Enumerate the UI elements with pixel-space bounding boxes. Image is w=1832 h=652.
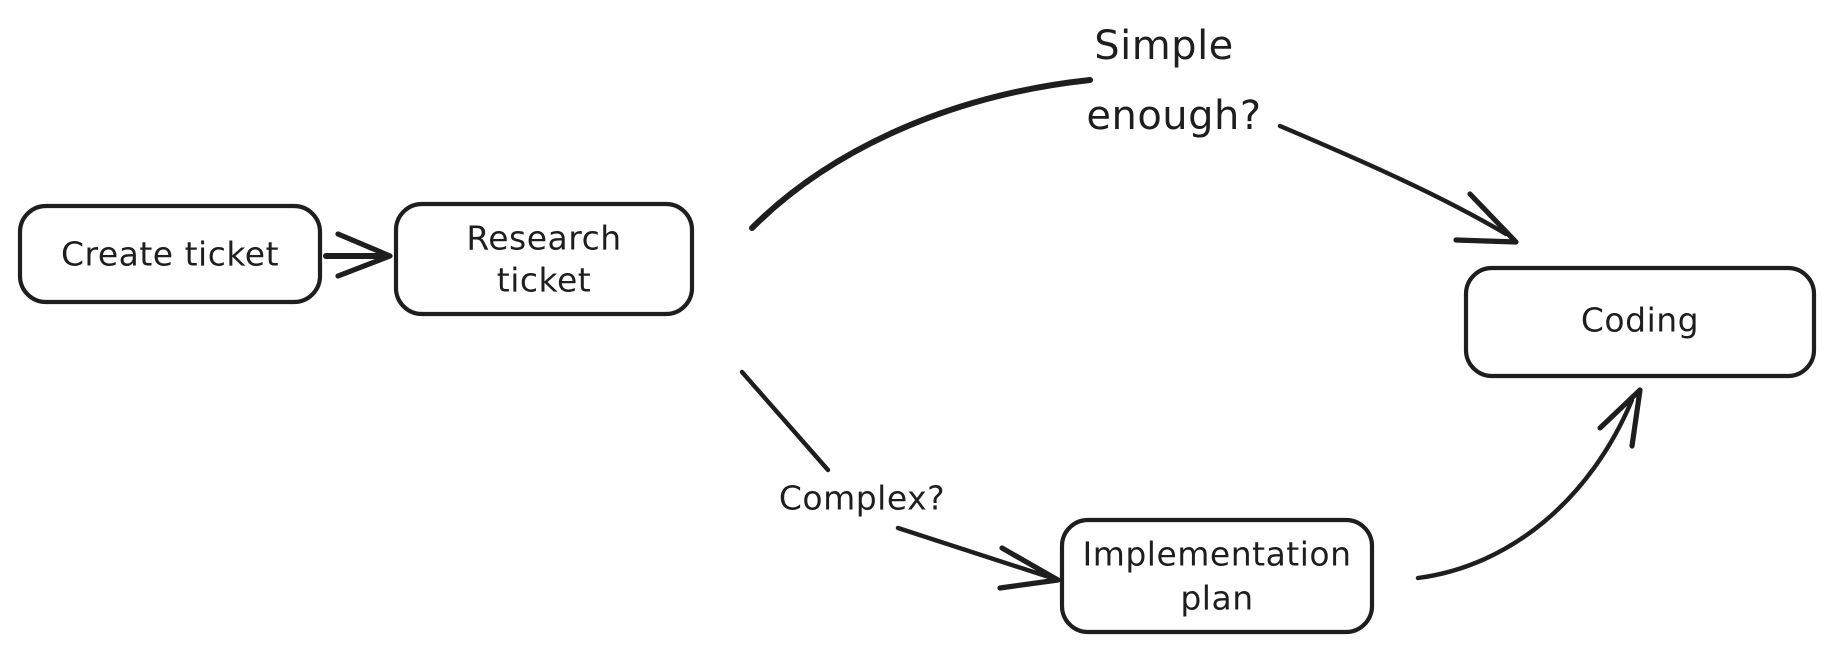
edge-research-to-coding-line-left <box>749 77 1093 231</box>
edge-research-to-coding-line-right <box>1277 123 1509 237</box>
edge-create-to-research-arrowhead <box>335 231 393 279</box>
node-coding-shape[interactable] <box>1463 265 1817 379</box>
edge-research-to-plan <box>739 369 1061 591</box>
node-create-ticket-shape[interactable] <box>17 203 323 305</box>
node-implementation-plan-shape[interactable] <box>1059 517 1375 635</box>
edge-label-simple-enough-line-1: Simple <box>1094 23 1234 69</box>
node-create-ticket[interactable]: Create ticket <box>17 203 323 305</box>
edge-research-to-plan-line-lower <box>895 525 1055 581</box>
edge-research-to-plan-arrowhead <box>997 545 1061 591</box>
edge-label-complex-line-1: Complex? <box>779 479 945 518</box>
node-coding[interactable]: Coding <box>1463 265 1817 379</box>
node-implementation-plan[interactable]: Implementation plan <box>1059 517 1375 635</box>
node-research-ticket-label-line-1: Research <box>466 219 621 258</box>
edge-label-complex: Complex? <box>779 479 945 518</box>
edge-plan-to-coding <box>1415 387 1643 581</box>
edge-label-simple-enough: Simple enough? <box>1086 23 1261 139</box>
node-research-ticket[interactable]: Research ticket <box>393 201 695 317</box>
edge-research-to-coding-arrowhead <box>1453 191 1519 245</box>
node-research-ticket-label-line-2: ticket <box>497 261 591 300</box>
edge-create-to-research <box>323 231 393 279</box>
edge-plan-to-coding-line <box>1415 397 1635 581</box>
node-create-ticket-label: Create ticket <box>61 235 279 274</box>
node-coding-label: Coding <box>1581 301 1699 340</box>
node-research-ticket-shape[interactable] <box>393 201 695 317</box>
edge-research-to-plan-line-upper <box>739 369 831 473</box>
node-implementation-plan-label-line-2: plan <box>1180 579 1253 618</box>
edge-research-to-coding <box>749 77 1519 245</box>
edge-plan-to-coding-arrowhead <box>1597 387 1643 449</box>
node-implementation-plan-label-line-1: Implementation <box>1082 535 1351 574</box>
edge-label-simple-enough-line-2: enough? <box>1086 93 1261 139</box>
